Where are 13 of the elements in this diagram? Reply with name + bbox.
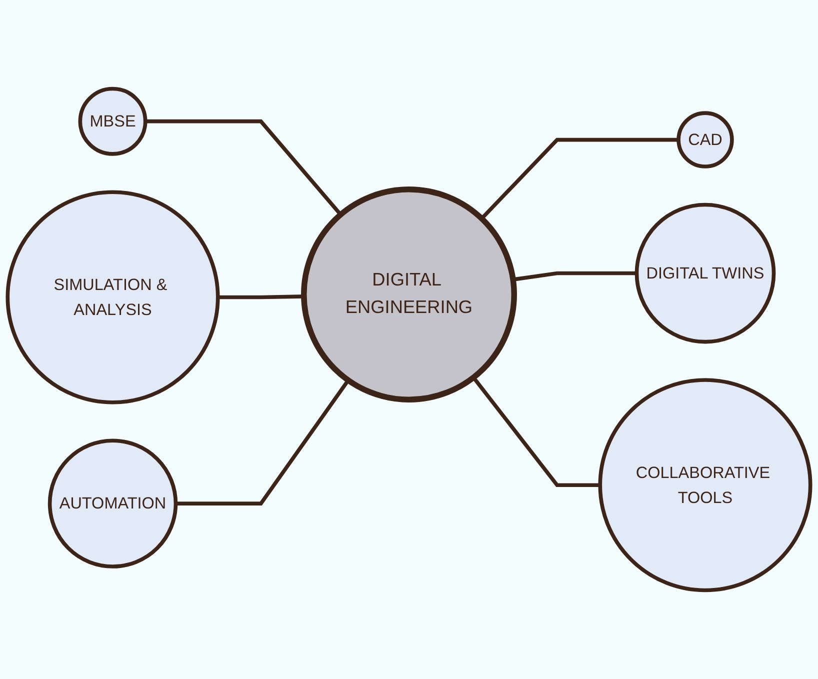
connector xyxy=(218,294,304,300)
node-circle: DIGITAL ENGINEERING xyxy=(301,186,517,402)
node-circle: CAD xyxy=(676,111,734,168)
node-circle: MBSE xyxy=(78,86,148,156)
connector xyxy=(512,271,637,282)
connector xyxy=(472,376,600,488)
node-circle: DIGITAL TWINS xyxy=(634,202,776,344)
node-circle: COLLABORATIVE TOOLS xyxy=(598,378,812,592)
connector xyxy=(480,138,679,220)
connector xyxy=(176,379,350,506)
node-circle: SIMULATION & ANALYSIS xyxy=(6,190,220,404)
connector xyxy=(145,119,342,216)
node-circle: AUTOMATION xyxy=(48,438,178,568)
